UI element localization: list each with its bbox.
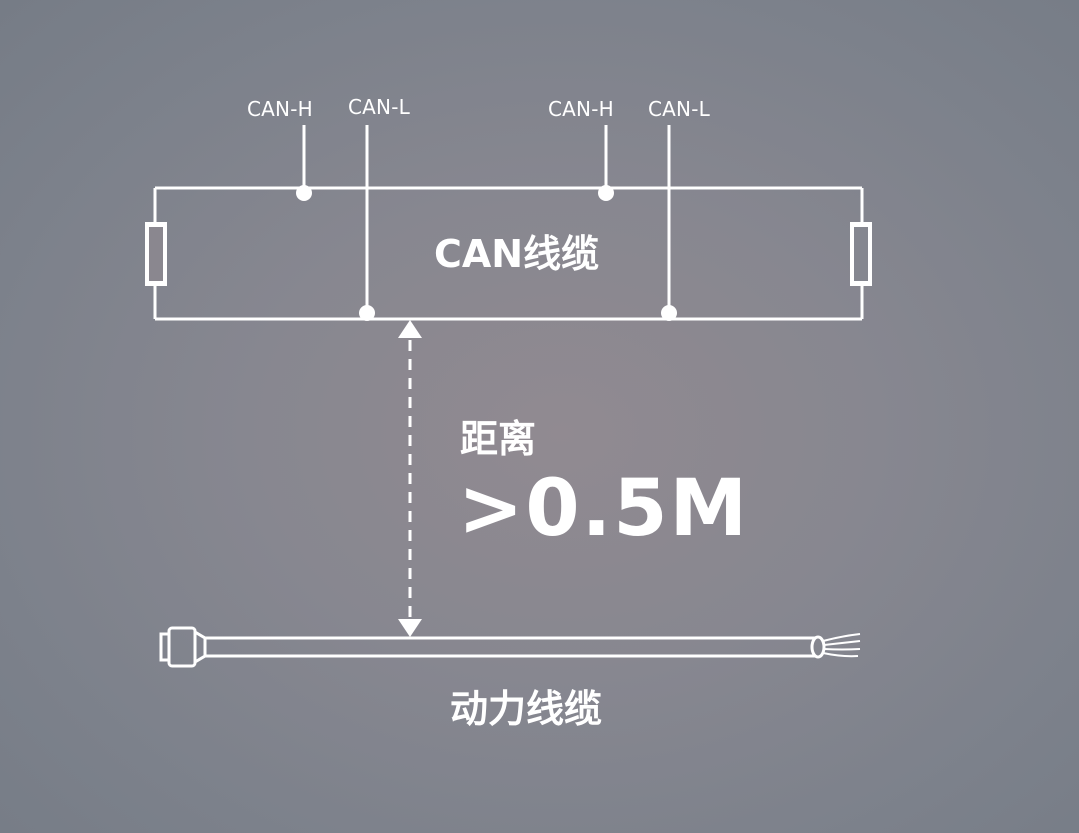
left-can-h-label: CAN-H <box>247 97 313 121</box>
double-arrow-icon <box>398 320 422 637</box>
right-can-l-label: CAN-L <box>648 97 710 121</box>
junction-dot-left-can-l <box>359 305 375 321</box>
plug-icon <box>159 626 207 668</box>
junction-dot-left-can-h <box>296 185 312 201</box>
junction-dot-right-can-h <box>598 185 614 201</box>
power-cable-drawing <box>205 636 815 658</box>
wire-end-icon <box>810 633 861 659</box>
distance-value: >0.5M <box>458 464 750 554</box>
left-can-l-label: CAN-L <box>348 95 410 119</box>
distance-label: 距离 <box>460 417 537 461</box>
junction-dot-right-can-l <box>661 305 677 321</box>
power-cable-label: 动力线缆 <box>450 687 603 731</box>
can-cable-label: CAN线缆 <box>434 232 600 276</box>
right-can-h-label: CAN-H <box>548 97 614 121</box>
